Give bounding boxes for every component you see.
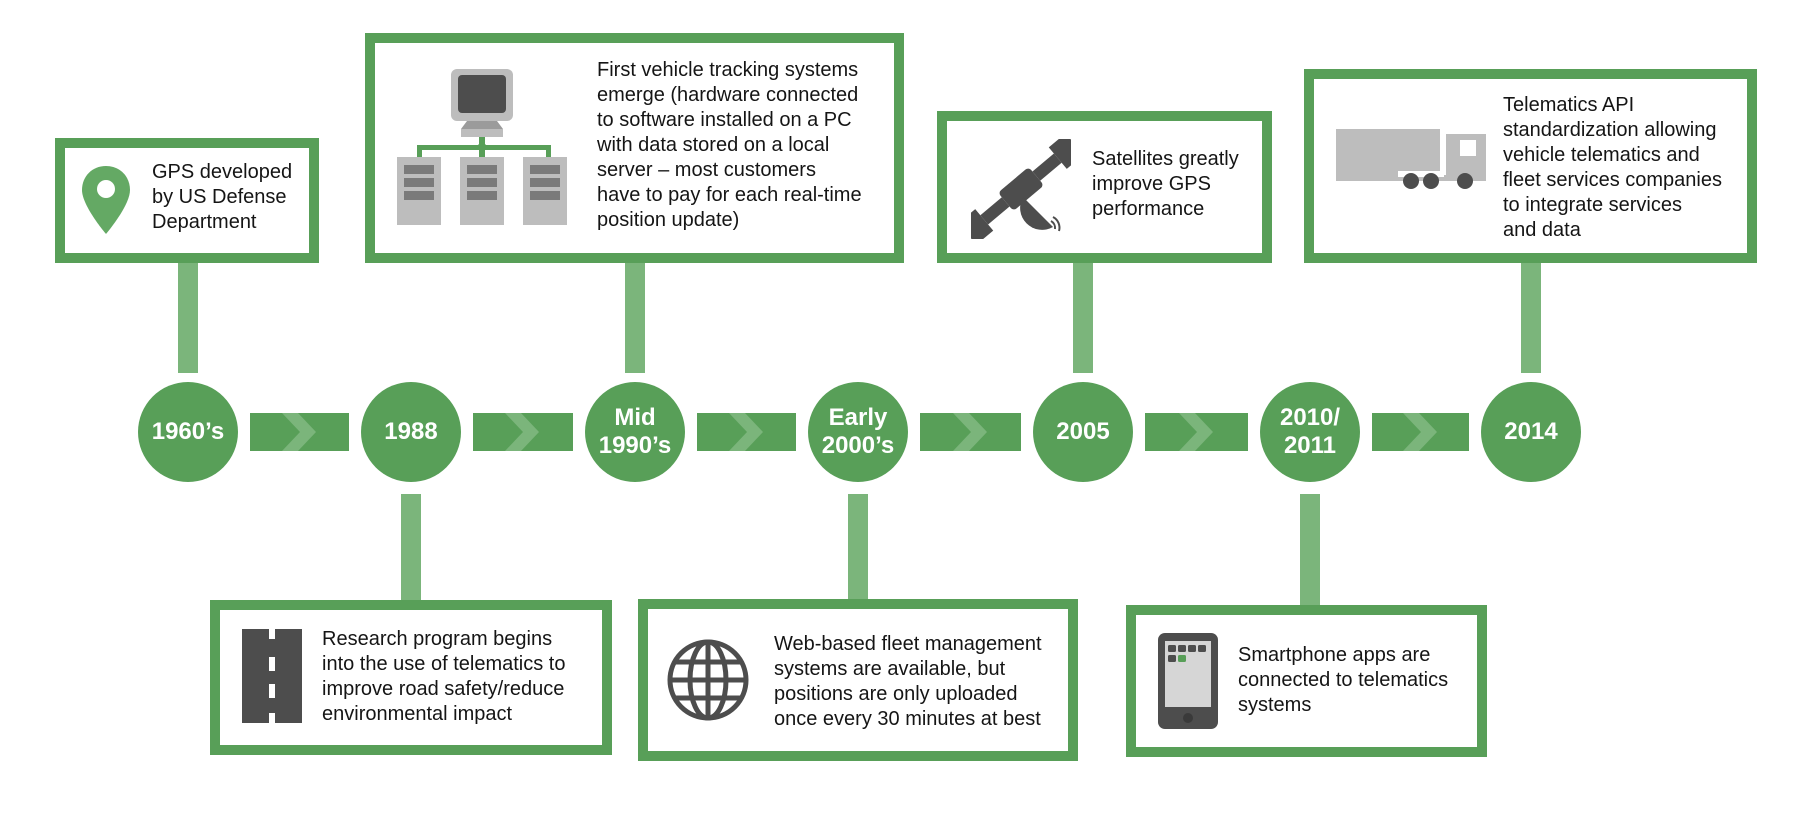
timeline-arrow-band xyxy=(920,413,1021,451)
truck-icon xyxy=(1336,129,1486,189)
connector-2014 xyxy=(1521,263,1541,373)
connector-1988 xyxy=(401,494,421,600)
timeline-arrow-band xyxy=(250,413,349,451)
chevron-right-icon xyxy=(505,413,539,451)
map-pin-icon xyxy=(82,166,130,234)
milestone-label: 2005 xyxy=(1056,418,1110,445)
milestone-label: 2014 xyxy=(1504,418,1558,445)
connector-mid1990s xyxy=(625,263,645,373)
milestone-label: Mid xyxy=(614,404,656,431)
connector-early2000s xyxy=(848,494,868,600)
chevron-right-icon xyxy=(281,413,316,451)
timeline-arrow-band xyxy=(1145,413,1248,451)
milestone-label: 2010/ xyxy=(1279,404,1341,431)
milestone-2014: 2014 xyxy=(1481,382,1581,482)
chevron-right-icon xyxy=(1402,413,1437,451)
computer-network-icon xyxy=(397,69,567,225)
timeline-arrow-band xyxy=(1372,413,1469,451)
connector-2010 xyxy=(1300,494,1320,608)
milestone-1988: 1988 xyxy=(361,382,461,482)
chevron-right-icon xyxy=(728,413,763,451)
connector-2005 xyxy=(1073,263,1093,373)
milestone-2005: 2005 xyxy=(1033,382,1133,482)
milestone-label: 1990’s xyxy=(598,432,672,459)
road-icon xyxy=(242,629,302,723)
milestone-label: 2011 xyxy=(1283,432,1337,459)
timeline-arrow-band xyxy=(697,413,796,451)
milestone-label: 1988 xyxy=(384,418,438,445)
timeline-arrow-band xyxy=(473,413,573,451)
chevron-right-icon xyxy=(1178,413,1213,451)
smartphone-icon xyxy=(1158,633,1218,729)
connector-1960s xyxy=(178,263,198,373)
milestone-2010-2011: 2010/2011 xyxy=(1260,382,1360,482)
milestone-label: 1960’s xyxy=(151,418,225,445)
milestone-1960s: 1960’s xyxy=(138,382,238,482)
chevron-right-icon xyxy=(952,413,987,451)
milestone-label: Early xyxy=(828,404,888,431)
globe-icon xyxy=(667,639,749,721)
satellite-icon xyxy=(971,139,1071,239)
milestone-label: 2000’s xyxy=(821,432,895,459)
